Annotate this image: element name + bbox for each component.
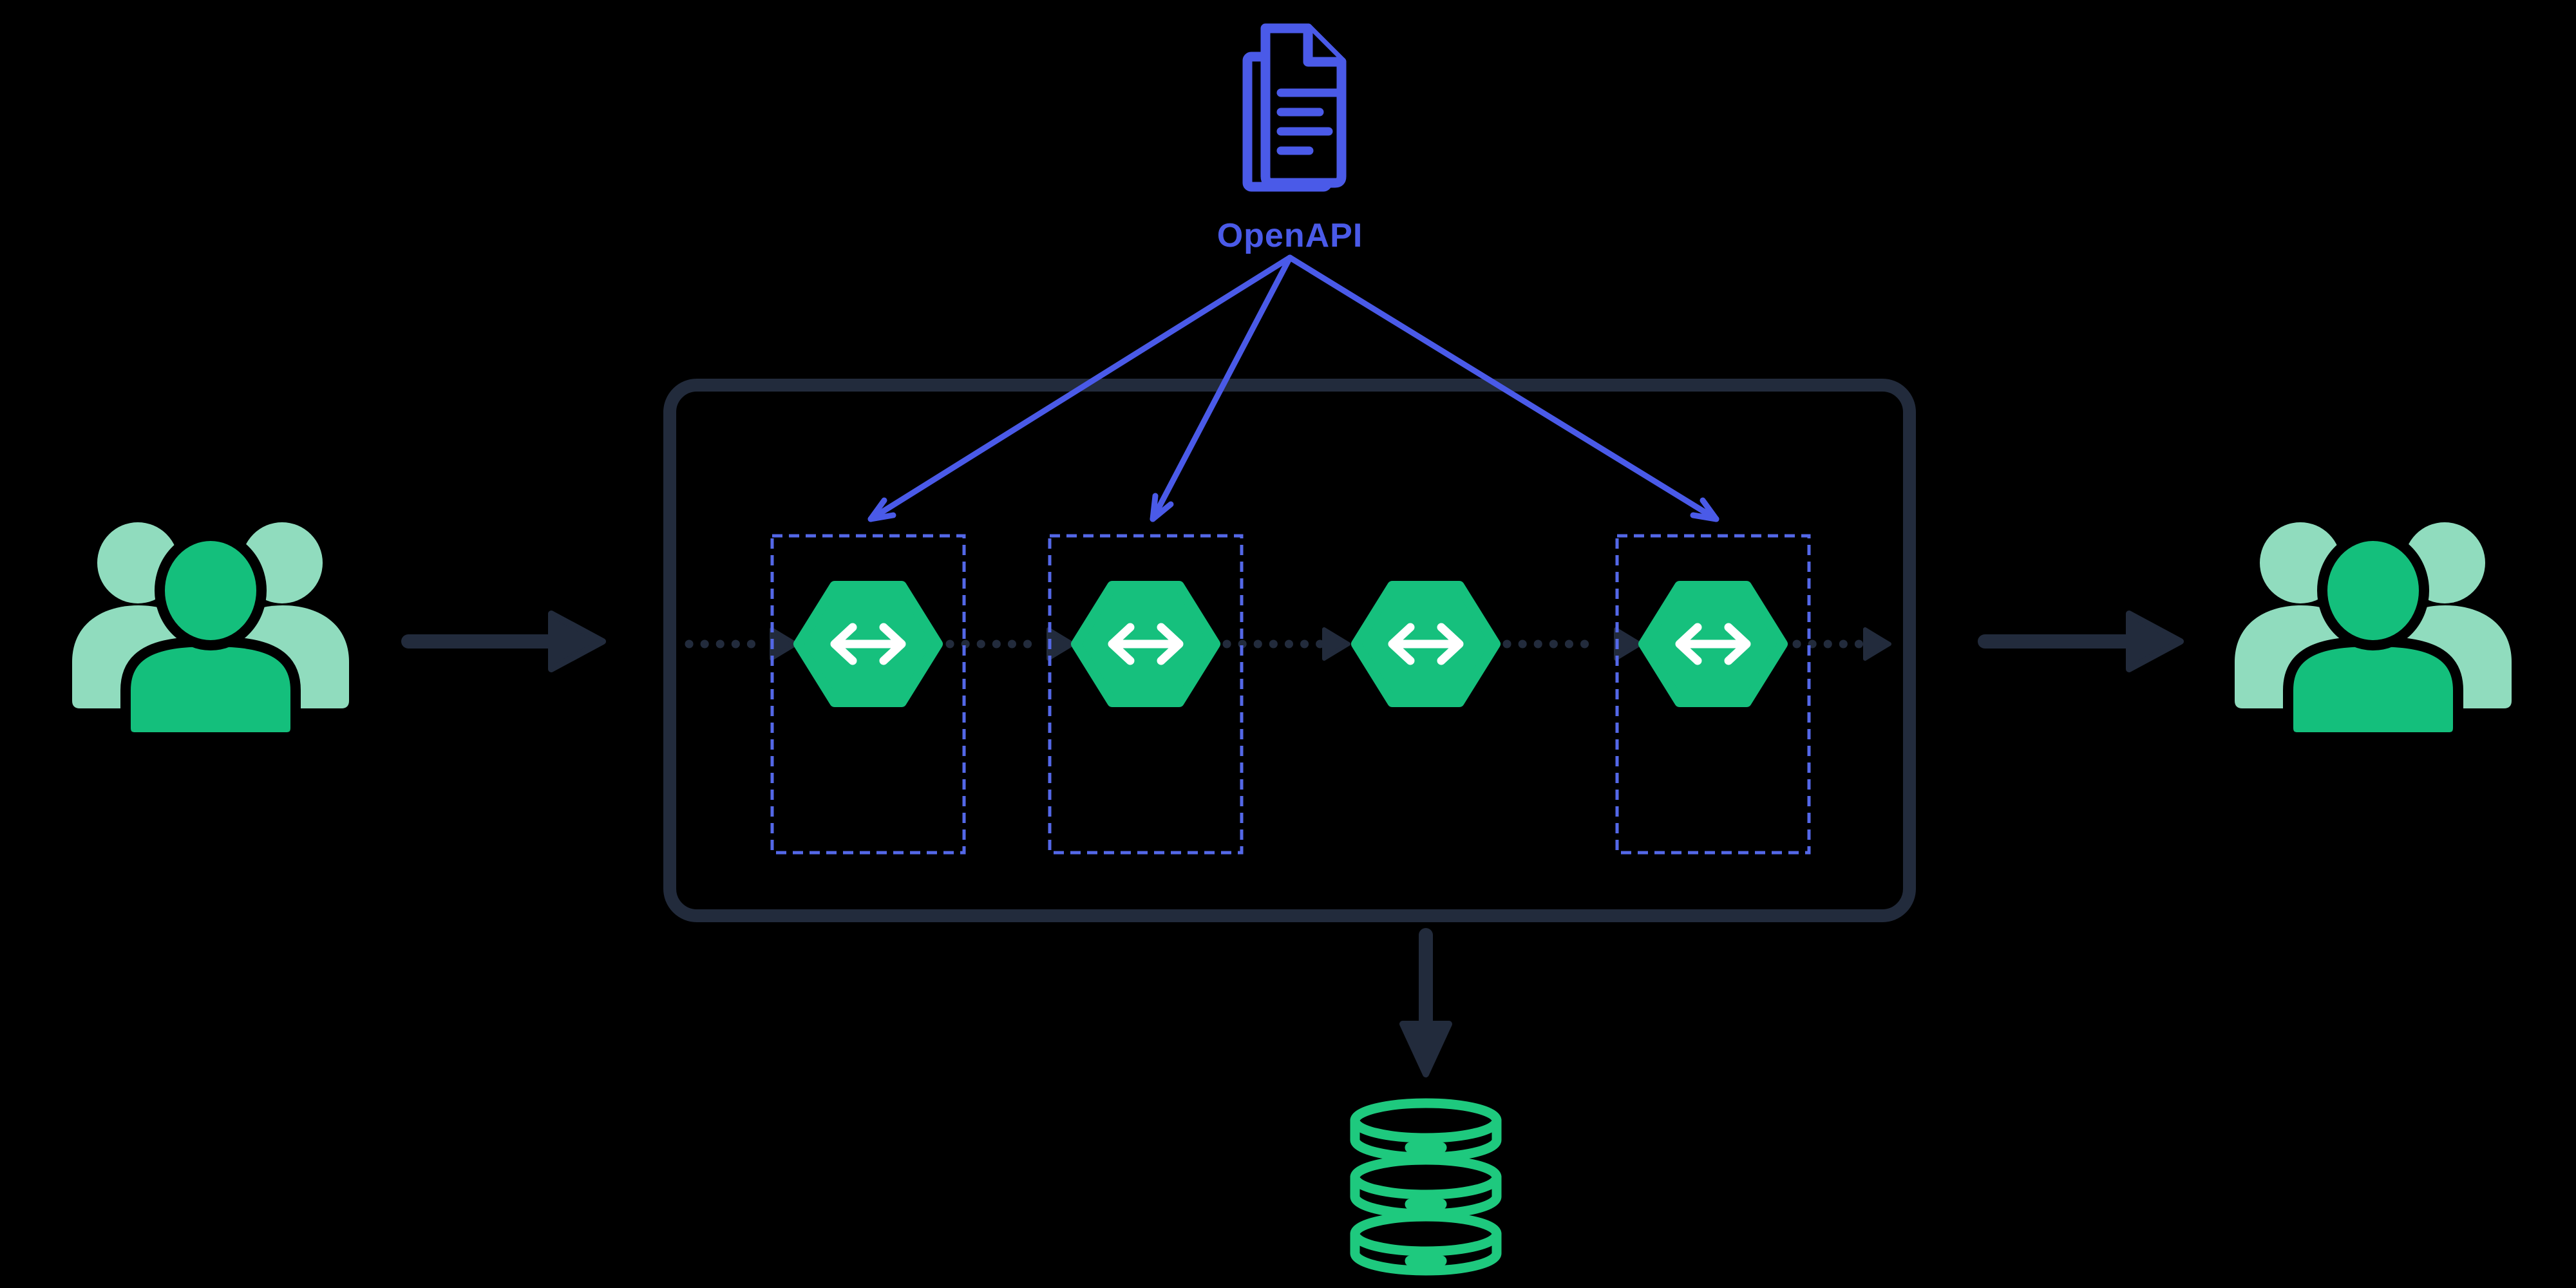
database-disk-3 — [1350, 1211, 1502, 1276]
double-arrow-icon — [1388, 623, 1464, 665]
users-icon-right — [2235, 522, 2512, 743]
openapi-label: OpenAPI — [1217, 217, 1363, 254]
document-text-lines — [1276, 88, 1342, 155]
flow-arrowhead-5 — [1863, 627, 1891, 661]
flow-arrowhead-4 — [1614, 627, 1642, 661]
openapi-arrow-to-service-4 — [1287, 254, 1719, 522]
double-arrow-icon — [1108, 623, 1184, 665]
flow-arrowhead-2 — [1046, 627, 1075, 661]
database-disk-2 — [1350, 1155, 1502, 1219]
gateway-flow-dotted-line — [685, 627, 1891, 661]
service-hexagon-3 — [1351, 581, 1501, 707]
document-icon — [1242, 23, 1347, 192]
document-folded-corner — [1303, 23, 1347, 67]
users-icon-left — [72, 522, 349, 743]
service-hexagon-1 — [793, 581, 943, 707]
gateway-container — [663, 379, 1916, 922]
user-front — [120, 531, 301, 743]
service-dashed-box-4 — [1615, 534, 1811, 855]
openapi-arrow-to-service-2 — [1150, 254, 1293, 522]
service-hexagon-4 — [1638, 581, 1788, 707]
service-dashed-box-2 — [1048, 534, 1244, 855]
openapi-arrow-to-service-1 — [867, 254, 1293, 522]
user-front — [2283, 531, 2463, 743]
double-arrow-icon — [830, 623, 906, 665]
double-arrow-icon — [1675, 623, 1751, 665]
document-front-page — [1260, 23, 1347, 188]
database-icon — [1350, 1098, 1502, 1276]
flow-arrowhead-1 — [770, 627, 798, 661]
openapi-spec-arrows — [867, 254, 1719, 522]
service-hexagon-2 — [1071, 581, 1220, 707]
service-dashed-box-1 — [770, 534, 966, 855]
inbound-arrow-left — [401, 611, 606, 672]
database-disk-1 — [1350, 1098, 1502, 1162]
flow-arrowhead-3 — [1322, 627, 1350, 661]
database-arrow — [1399, 928, 1452, 1077]
outbound-arrow-right — [1978, 611, 2184, 672]
